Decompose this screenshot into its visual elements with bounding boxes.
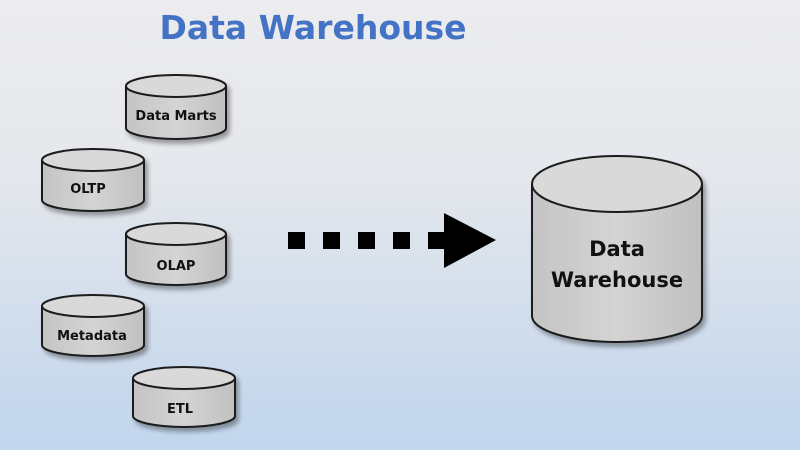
cylinder-label-data-marts: Data Marts bbox=[135, 109, 216, 124]
cylinder-olap bbox=[125, 222, 227, 286]
cylinder-data-marts bbox=[125, 74, 227, 140]
arrow-dash-1 bbox=[288, 232, 305, 249]
arrow-dash-3 bbox=[358, 232, 375, 249]
warehouse-label-line2: Warehouse bbox=[551, 268, 683, 292]
cylinder-data-warehouse bbox=[531, 155, 703, 343]
cylinder-etl bbox=[132, 366, 236, 428]
arrow-dash-2 bbox=[323, 232, 340, 249]
cylinder-label-olap: OLAP bbox=[157, 259, 196, 274]
arrow-head bbox=[444, 213, 496, 268]
cylinder-metadata bbox=[41, 294, 145, 357]
page-title: Data Warehouse bbox=[159, 8, 467, 47]
warehouse-label-line1: Data bbox=[589, 237, 645, 261]
cylinder-oltp bbox=[41, 148, 145, 212]
cylinder-label-oltp: OLTP bbox=[70, 182, 106, 197]
arrow-dash-5 bbox=[428, 232, 445, 249]
arrow-dash-4 bbox=[393, 232, 410, 249]
cylinder-label-metadata: Metadata bbox=[57, 329, 127, 344]
dotted-arrow bbox=[288, 213, 496, 268]
cylinder-label-etl: ETL bbox=[167, 402, 193, 417]
